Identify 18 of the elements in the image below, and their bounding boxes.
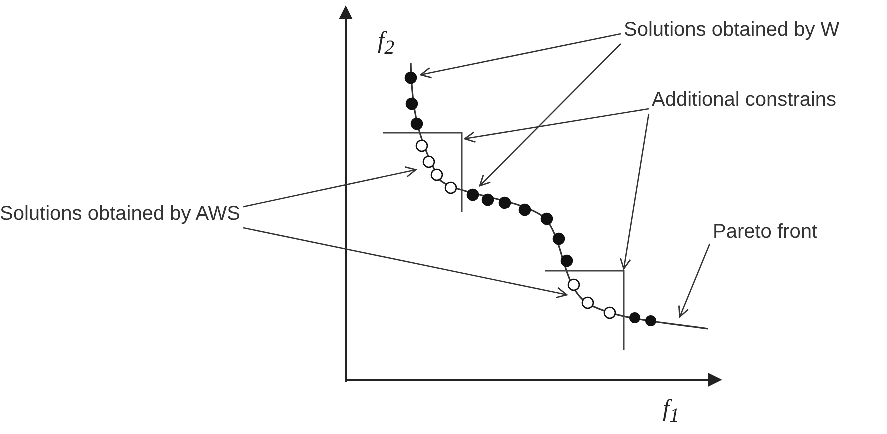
leader-arrow: [243, 166, 417, 208]
solution-points: [568, 278, 616, 320]
leader-arrow: [678, 244, 711, 318]
leader-arrow: [620, 114, 650, 270]
solution-points: [404, 72, 424, 130]
leader-arrow: [243, 227, 568, 299]
solution-points: [416, 140, 458, 194]
callout-text: Pareto front: [713, 221, 818, 243]
axis-label: f$_{1}$: [663, 396, 680, 428]
callout-text: Additional constrains: [652, 89, 837, 111]
leader-arrow: [464, 108, 650, 144]
leader-arrow: [420, 33, 622, 79]
callout-text: Solutions obtained by W: [624, 19, 840, 41]
constraint-line: [545, 270, 625, 350]
constraint-line: [383, 132, 463, 212]
axis-label: f$_{2}$: [378, 28, 395, 60]
leader-arrow: [479, 44, 622, 187]
callout-text: Solutions obtained by AWS: [0, 203, 241, 225]
